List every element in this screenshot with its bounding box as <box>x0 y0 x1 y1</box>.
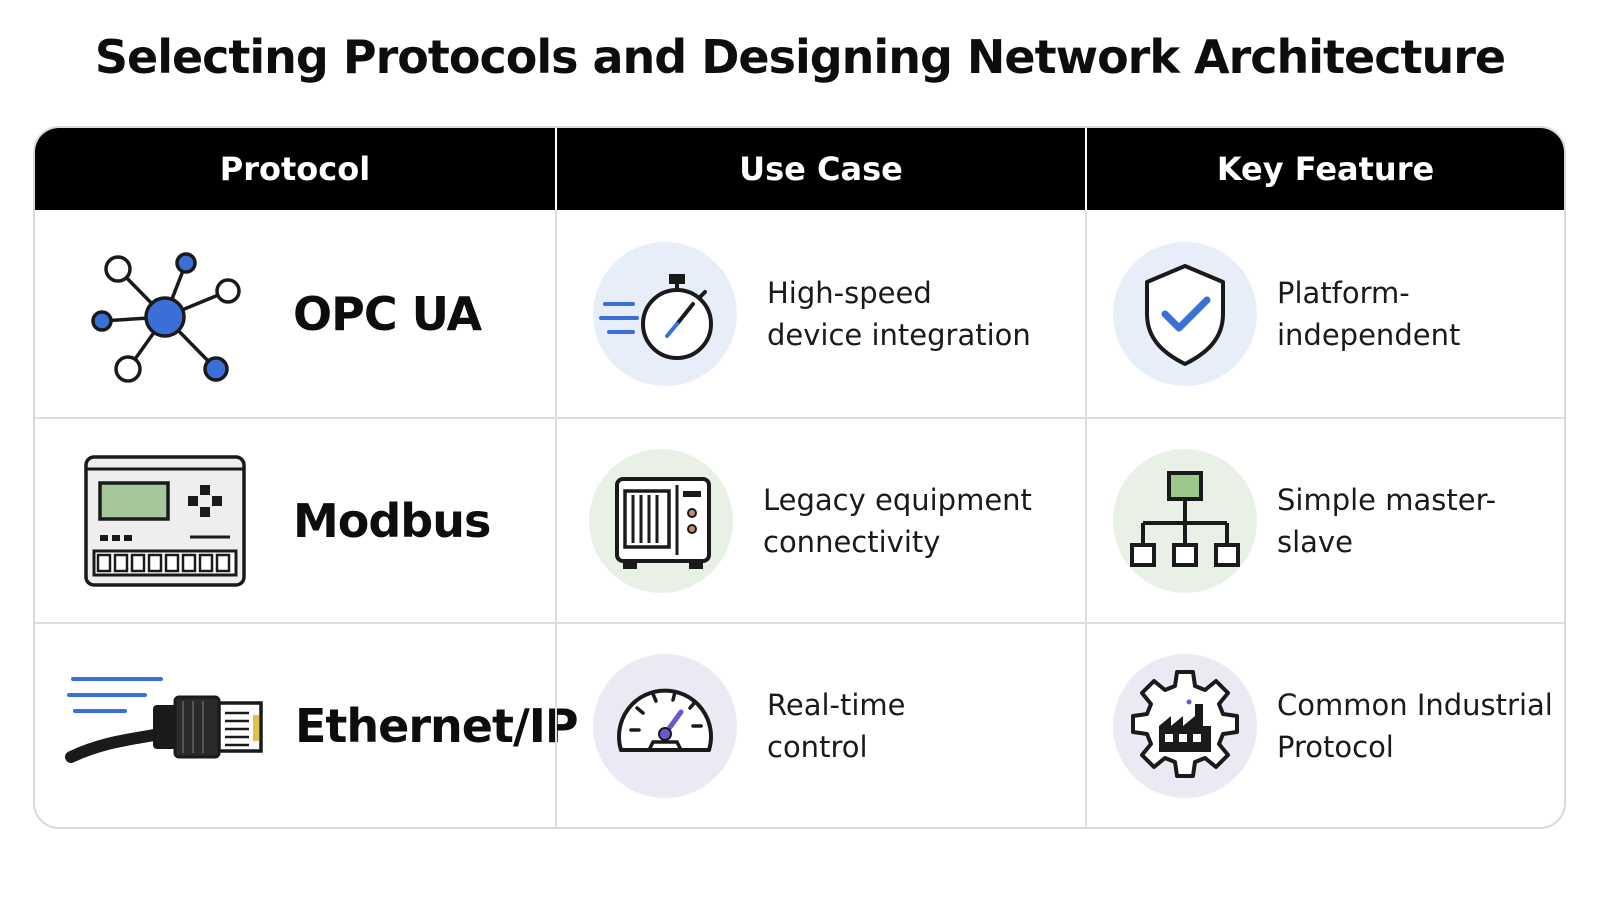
key-feature-line-1: Common Industrial <box>1277 687 1553 722</box>
header-protocol: Protocol <box>35 128 555 210</box>
use-case-text: High-speed device integration <box>767 272 1031 356</box>
table-row-ethernet-ip-use-case: Real-time control <box>555 622 1085 827</box>
speedometer-icon <box>593 653 737 798</box>
table-row-opc-ua-use-case: High-speed device integration <box>555 210 1085 417</box>
key-feature-line-1: Simple master-slave <box>1277 482 1497 559</box>
header-use-case: Use Case <box>555 128 1085 210</box>
table-row-ethernet-ip-key-feature: Common Industrial Protocol <box>1085 622 1564 827</box>
gear-factory-icon <box>1113 653 1257 798</box>
hierarchy-icon <box>1113 448 1257 593</box>
use-case-text: Real-time control <box>767 684 906 768</box>
table-row-modbus-protocol: Modbus <box>35 417 555 622</box>
protocol-name: Modbus <box>293 493 491 548</box>
use-case-line-2: control <box>767 729 868 764</box>
protocol-name: Ethernet/IP <box>295 698 579 753</box>
table-row-opc-ua-key-feature: Platform-independent <box>1085 210 1564 417</box>
table-row-modbus-use-case: Legacy equipment connectivity <box>555 417 1085 622</box>
shield-check-icon <box>1113 241 1257 386</box>
key-feature-text: Simple master-slave <box>1277 479 1564 563</box>
protocol-name: OPC UA <box>293 286 482 341</box>
use-case-line-1: Real-time <box>767 687 906 722</box>
key-feature-line-1: Platform-independent <box>1277 275 1461 352</box>
use-case-text: Legacy equipment connectivity <box>763 479 1032 563</box>
network-nodes-icon <box>65 224 265 404</box>
key-feature-line-2: Protocol <box>1277 729 1394 764</box>
key-feature-text: Platform-independent <box>1277 272 1564 356</box>
legacy-server-icon <box>589 448 733 593</box>
page-title: Selecting Protocols and Designing Networ… <box>94 30 1506 84</box>
key-feature-text: Common Industrial Protocol <box>1277 684 1553 768</box>
ethernet-cable-icon <box>65 636 265 816</box>
header-key-feature: Key Feature <box>1085 128 1564 210</box>
use-case-line-2: connectivity <box>763 524 941 559</box>
use-case-line-1: High-speed <box>767 275 932 310</box>
protocol-table: Protocol Use Case Key Feature <box>33 126 1566 829</box>
plc-device-icon <box>65 431 265 611</box>
use-case-line-1: Legacy equipment <box>763 482 1032 517</box>
table-row-modbus-key-feature: Simple master-slave <box>1085 417 1564 622</box>
stopwatch-icon <box>593 241 737 386</box>
table-row-opc-ua-protocol: OPC UA <box>35 210 555 417</box>
use-case-line-2: device integration <box>767 317 1031 352</box>
table-row-ethernet-ip-protocol: Ethernet/IP <box>35 622 579 827</box>
